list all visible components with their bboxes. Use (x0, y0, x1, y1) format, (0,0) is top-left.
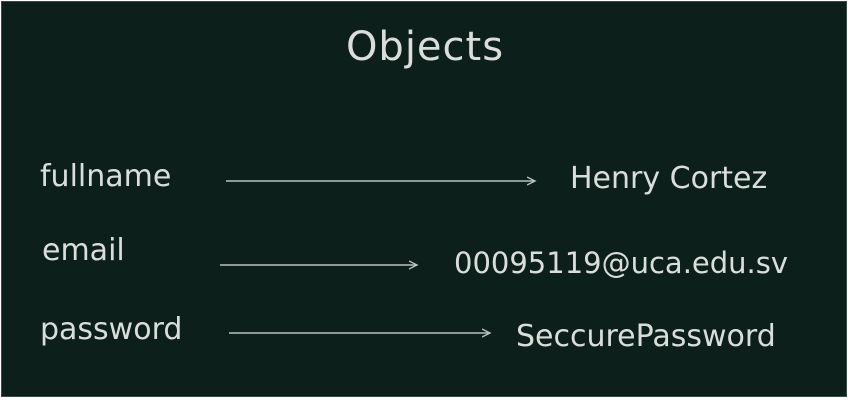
key-password: password (40, 312, 183, 347)
value-email: 00095119@uca.edu.sv (454, 246, 789, 280)
value-password: SeccurePassword (516, 319, 776, 354)
diagram-title: Objects (345, 24, 505, 70)
key-fullname: fullname (40, 159, 172, 194)
key-email: email (42, 233, 125, 268)
value-fullname: Henry Cortez (570, 161, 768, 196)
